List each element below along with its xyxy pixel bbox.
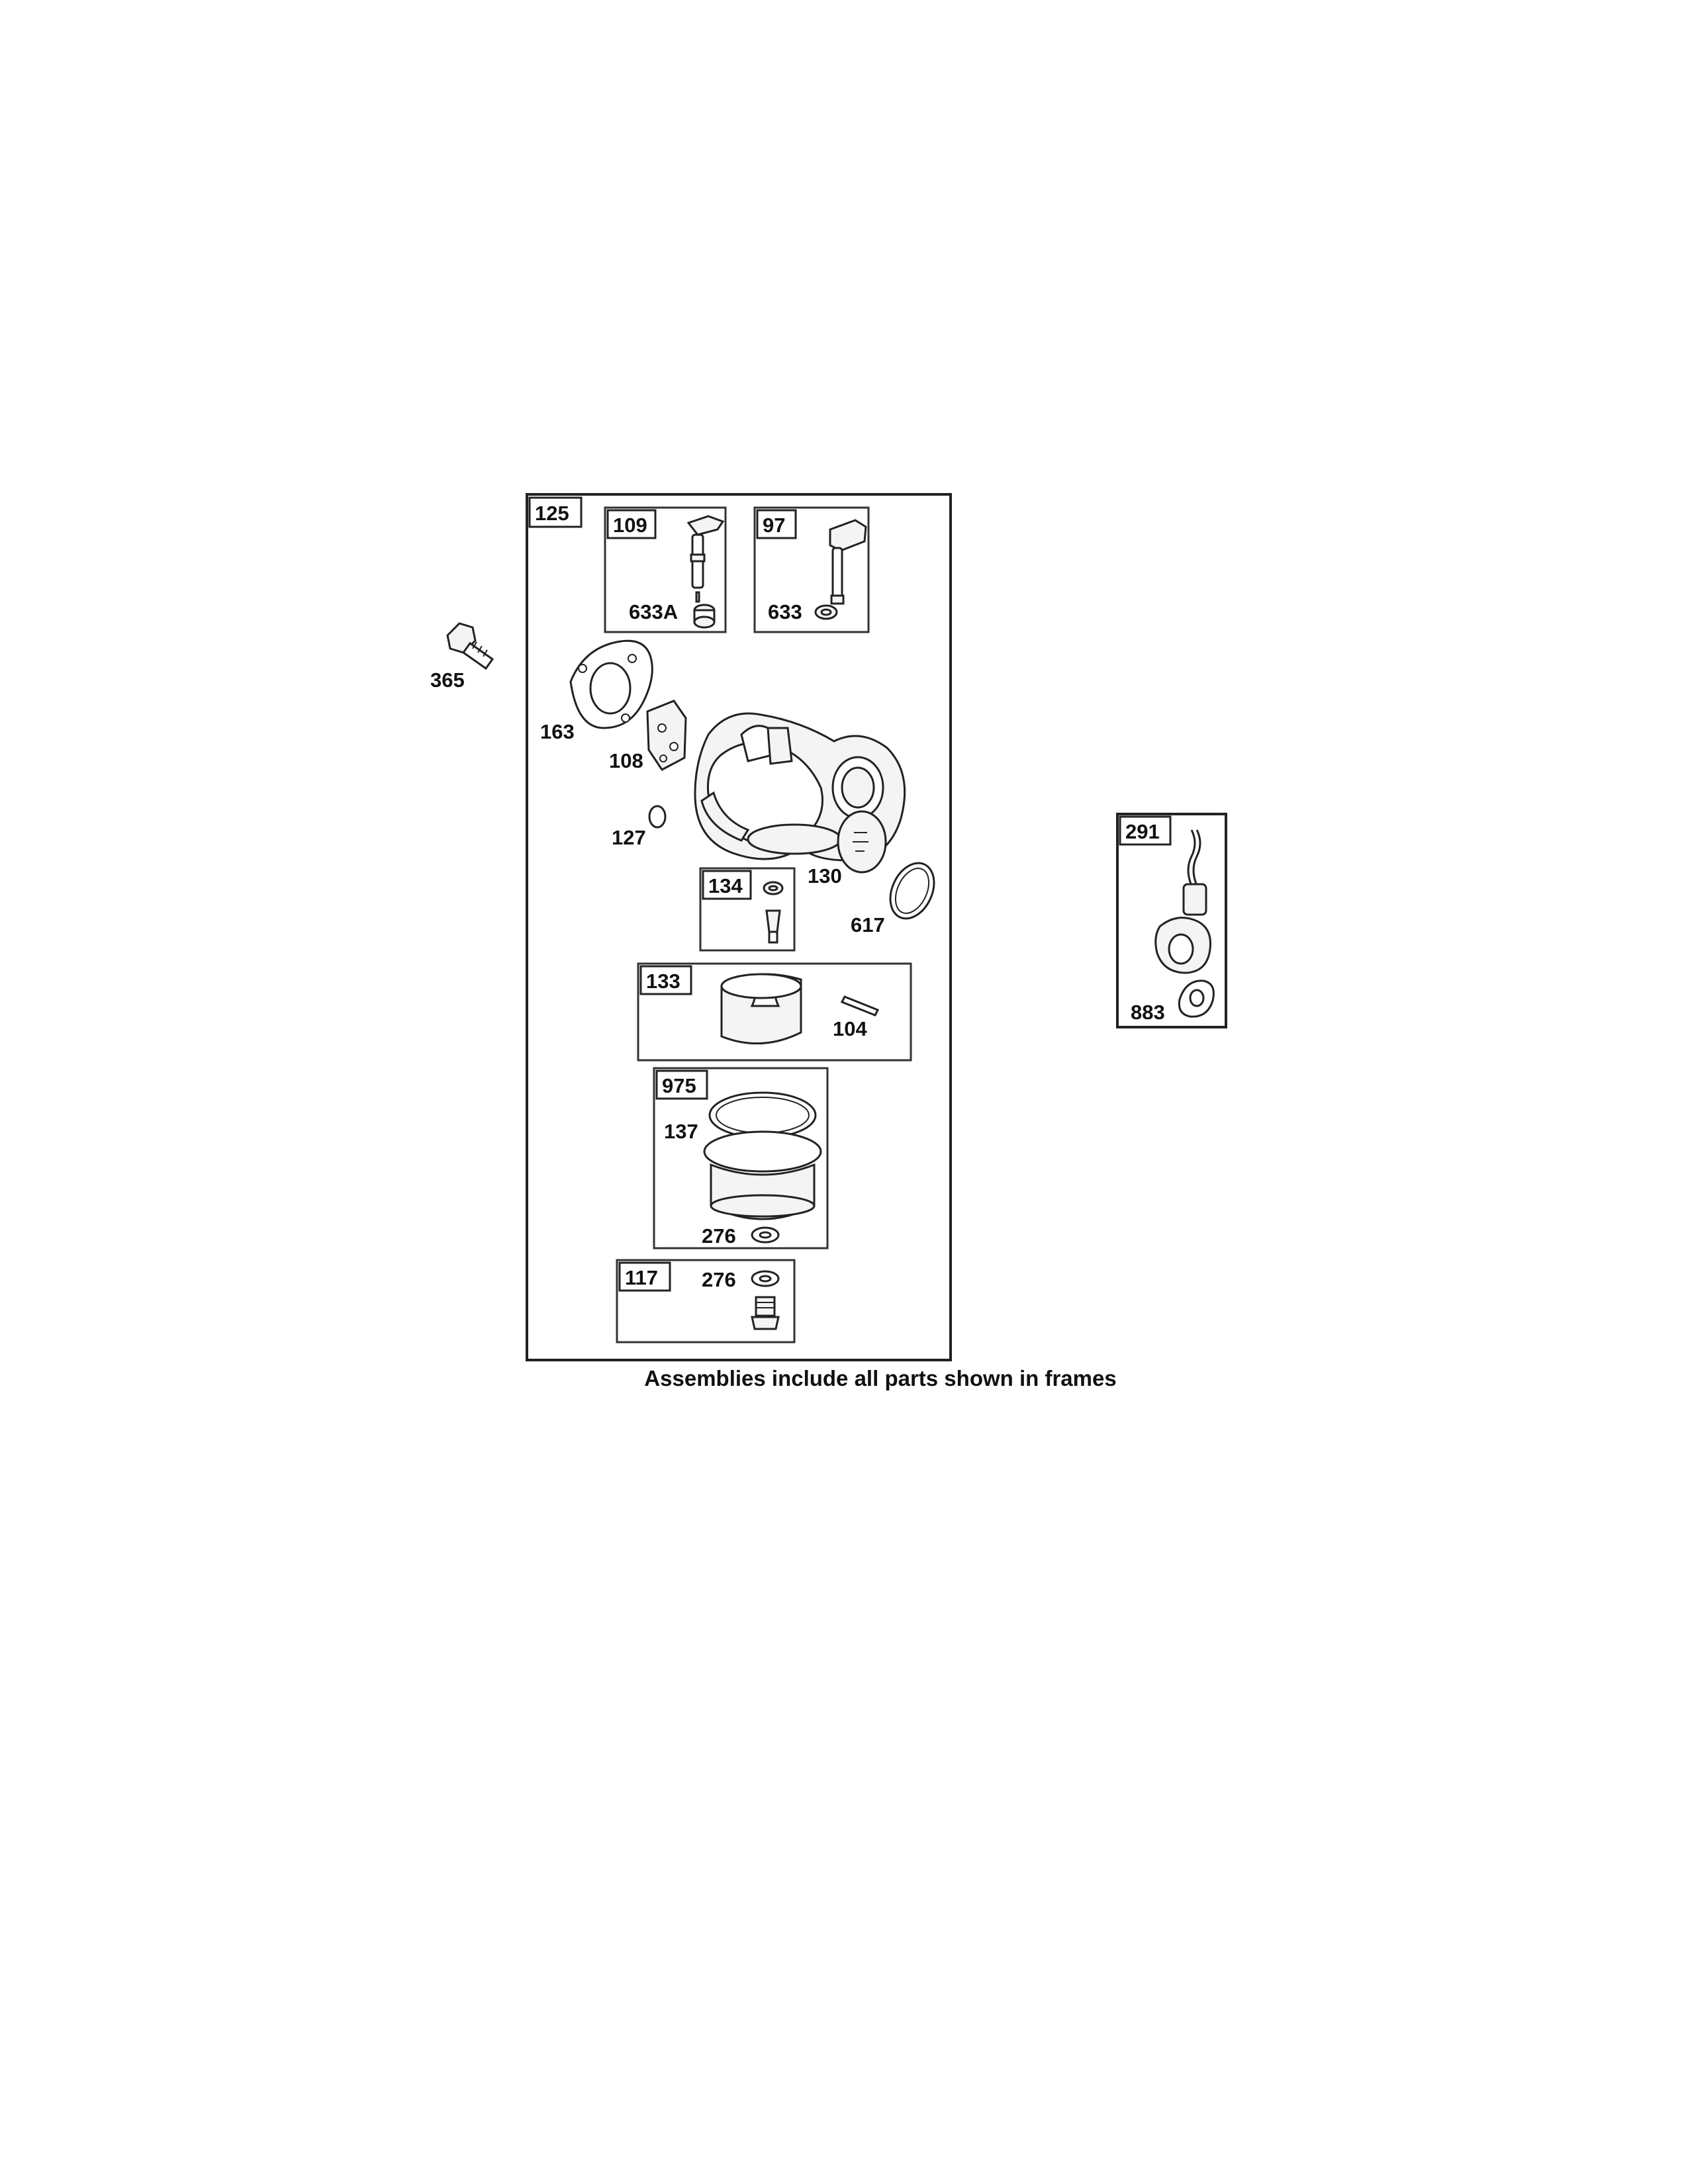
assembly-133-label: 133 xyxy=(646,970,680,993)
part-127-label: 127 xyxy=(612,826,646,849)
hinge-pin-104-part xyxy=(840,995,880,1017)
part-104-label: 104 xyxy=(833,1017,867,1040)
assembly-975-label: 975 xyxy=(662,1074,696,1097)
assembly-109-frame: 109 633A xyxy=(604,506,727,633)
assembly-125-frame: 125 xyxy=(526,493,952,1361)
assembly-134-frame: 134 xyxy=(699,867,796,952)
insulator-108-part xyxy=(646,700,687,771)
assembly-97-label: 97 xyxy=(763,514,785,537)
washer-276-part-b xyxy=(751,1270,780,1287)
o-ring-127-part xyxy=(648,805,667,829)
assembly-133-frame: 133 104 xyxy=(637,962,912,1062)
part-163-label: 163 xyxy=(540,720,575,743)
part-633-label: 633 xyxy=(768,600,802,623)
assembly-125-label: 125 xyxy=(535,502,569,525)
seal-633-part xyxy=(814,604,838,620)
float-part xyxy=(720,973,802,1045)
gasket-163-part xyxy=(569,639,653,729)
gasket-ring-617-part xyxy=(889,862,935,920)
part-137-label: 137 xyxy=(664,1120,698,1143)
inlet-needle-part xyxy=(763,881,784,944)
assembly-97-frame: 97 633 xyxy=(753,506,870,633)
washer-276-part-a xyxy=(751,1226,780,1244)
gasket-883-part xyxy=(1178,979,1215,1018)
choke-plate-130-part xyxy=(837,810,887,874)
assembly-109-label: 109 xyxy=(613,514,647,537)
part-276-label-a: 276 xyxy=(702,1224,736,1248)
part-276-label-b: 276 xyxy=(702,1268,736,1291)
assembly-291-frame: 291 883 xyxy=(1116,813,1227,1028)
part-365-label: 365 xyxy=(430,668,465,692)
part-883-label: 883 xyxy=(1131,1001,1165,1024)
diagram-caption: Assemblies include all parts shown in fr… xyxy=(644,1366,1117,1390)
float-bowl-part xyxy=(703,1091,822,1220)
throttle-shaft-part xyxy=(829,519,867,605)
part-633a-label: 633A xyxy=(629,600,678,623)
part-617-label: 617 xyxy=(851,913,885,936)
seat-633a-part xyxy=(693,604,716,629)
bolt-365-part xyxy=(446,622,494,670)
assembly-117-label: 117 xyxy=(625,1266,658,1289)
assembly-117-frame: 117 276 xyxy=(616,1259,796,1343)
part-108-label: 108 xyxy=(609,749,643,772)
assembly-134-label: 134 xyxy=(708,874,743,897)
assembly-975-frame: 975 137 276 xyxy=(653,1067,829,1250)
assembly-291-label: 291 xyxy=(1125,820,1160,843)
bowl-nut-part xyxy=(751,1296,780,1330)
float-valve-part xyxy=(686,515,725,603)
solenoid-part xyxy=(1154,829,1211,974)
part-130-label: 130 xyxy=(808,864,842,887)
